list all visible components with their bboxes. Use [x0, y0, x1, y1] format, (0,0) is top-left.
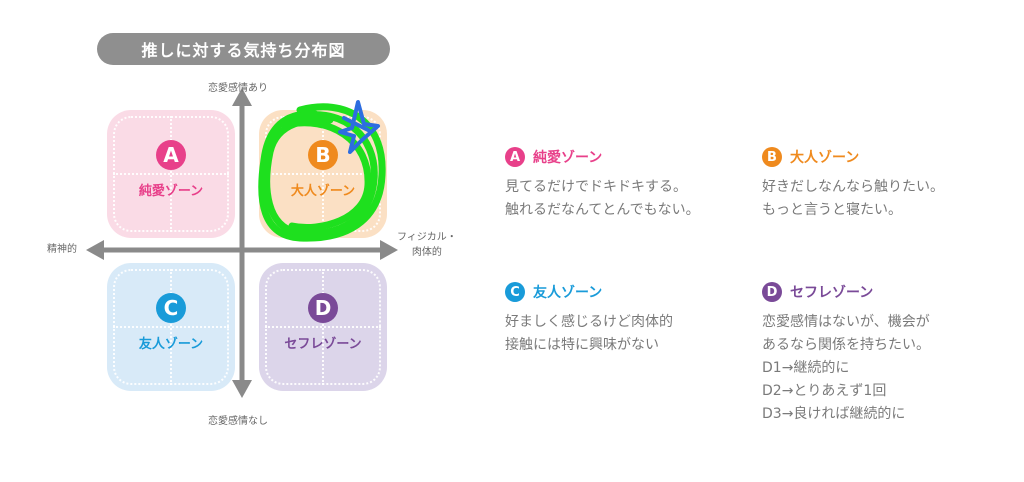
quadrant-b-label: 大人ゾーン — [290, 184, 356, 199]
legend-d-line: D2→とりあえず1回 — [762, 383, 887, 399]
legend-d-line: D1→継続的に — [762, 360, 850, 376]
arrow-up-icon — [232, 88, 252, 106]
legend-d-line: 恋愛感情はないが、機会が — [762, 314, 930, 330]
quadrant-a-label: 純愛ゾーン — [138, 184, 204, 199]
axis-label-left: 精神的 — [47, 244, 77, 255]
legend-c-description: 好ましく感じるけど肉体的 接触には特に興味がない — [505, 311, 755, 357]
legend-a-line: 見てるだけでドキドキする。 — [505, 179, 687, 195]
blue-star-doodle-icon — [338, 100, 380, 154]
legend-c-badge: C — [505, 282, 525, 302]
legend-a-badge: A — [505, 147, 525, 167]
legend-b-line: 好きだしなんなら触りたい。 — [762, 179, 944, 195]
legend-b-badge: B — [762, 147, 782, 167]
legend-d-badge: D — [762, 282, 782, 302]
axis-label-right-line2: 肉体的 — [411, 247, 442, 258]
axis-lines — [86, 88, 398, 398]
legend-a-description: 見てるだけでドキドキする。 触れるだなんてとんでもない。 — [505, 176, 755, 222]
legend-b-name: 大人ゾーン — [790, 150, 860, 166]
arrow-right-icon — [380, 240, 398, 260]
quadrant-d-badge: D — [308, 293, 338, 323]
legend-d-line: あるなら関係を持ちたい。 — [762, 337, 930, 353]
arrow-down-icon — [232, 380, 252, 398]
axis-label-bottom: 恋愛感情なし — [208, 416, 268, 427]
legend-b-description: 好きだしなんなら触りたい。 もっと言うと寝たい。 — [762, 176, 1012, 222]
legend-a-line: 触れるだなんてとんでもない。 — [505, 202, 700, 218]
quadrant-c-badge: C — [156, 293, 186, 323]
quadrant-a: A 純愛ゾーン — [107, 110, 235, 238]
legend-b-line: もっと言うと寝たい。 — [762, 202, 902, 218]
legend-b: B 大人ゾーン 好きだしなんなら触りたい。 もっと言うと寝たい。 — [762, 146, 1012, 222]
arrow-left-icon — [86, 240, 104, 260]
quadrant-d-label: セフレゾーン — [284, 337, 362, 352]
legend-d-name: セフレゾーン — [790, 285, 874, 301]
quadrant-b-badge: B — [308, 140, 338, 170]
quadrant-a-badge: A — [156, 140, 186, 170]
legend-c-name: 友人ゾーン — [533, 285, 603, 301]
quadrant-c-label: 友人ゾーン — [138, 337, 204, 352]
legend-c-line: 好ましく感じるけど肉体的 — [505, 314, 673, 330]
quadrant-c: C 友人ゾーン — [107, 263, 235, 391]
axis-label-right-line1: フィジカル・ — [397, 232, 457, 243]
legend-d-description: 恋愛感情はないが、機会が あるなら関係を持ちたい。 D1→継続的に D2→とりあ… — [762, 311, 1012, 426]
legend-a: A 純愛ゾーン 見てるだけでドキドキする。 触れるだなんてとんでもない。 — [505, 146, 755, 222]
legend-c: C 友人ゾーン 好ましく感じるけど肉体的 接触には特に興味がない — [505, 281, 755, 357]
axis-label-right: フィジカル・ 肉体的 — [397, 230, 457, 260]
legend-a-name: 純愛ゾーン — [533, 150, 603, 166]
diagram-title: 推しに対する気持ち分布図 — [97, 33, 390, 65]
legend-c-line: 接触には特に興味がない — [505, 337, 659, 353]
axis-label-top: 恋愛感情あり — [208, 83, 268, 94]
legend-d: D セフレゾーン 恋愛感情はないが、機会が あるなら関係を持ちたい。 D1→継続… — [762, 281, 1012, 426]
quadrant-d: D セフレゾーン — [259, 263, 387, 391]
legend-d-line: D3→良ければ継続的に — [762, 406, 906, 422]
